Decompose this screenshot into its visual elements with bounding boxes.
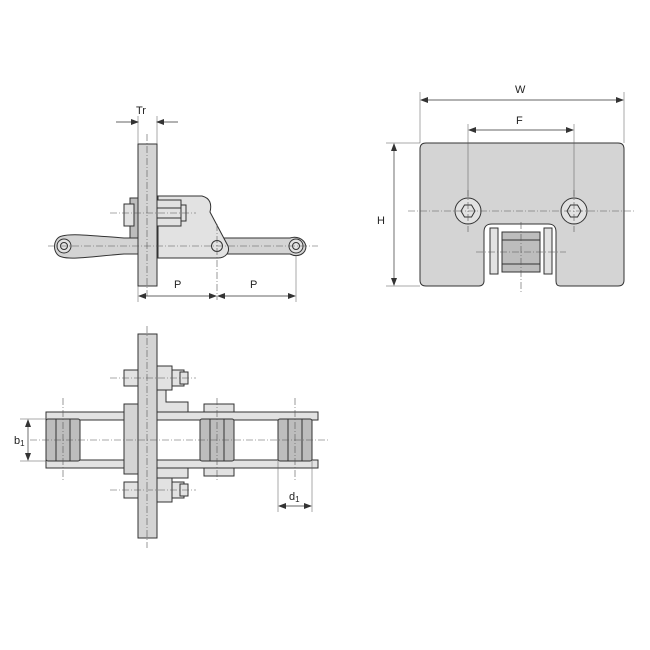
top-link-plate-lower: [45, 459, 319, 469]
top-attachment-plate: [137, 333, 158, 539]
w-label: W: [515, 84, 526, 96]
top-pin-clip-lower: [203, 467, 235, 477]
top-pin-clip-upper: [203, 403, 235, 413]
tr-label: Tr: [136, 105, 146, 117]
p-right-label: P: [250, 279, 257, 291]
b1-label: b1: [14, 435, 25, 448]
front-link-right: [543, 227, 553, 275]
h-label: H: [377, 215, 385, 227]
front-link-left: [489, 227, 499, 275]
top-view: b1 d1: [14, 326, 330, 548]
d1-label: d1: [289, 491, 300, 504]
side-view: Tr P P: [48, 105, 318, 302]
side-attachment-plate: [137, 143, 158, 287]
top-link-plate-upper: [45, 411, 319, 421]
p-left-label: P: [174, 279, 181, 291]
f-label: F: [516, 115, 523, 127]
top-block-left: [123, 403, 139, 475]
side-bolt-head: [123, 203, 135, 227]
front-plate: [419, 142, 625, 287]
front-view: W F H: [377, 84, 636, 292]
